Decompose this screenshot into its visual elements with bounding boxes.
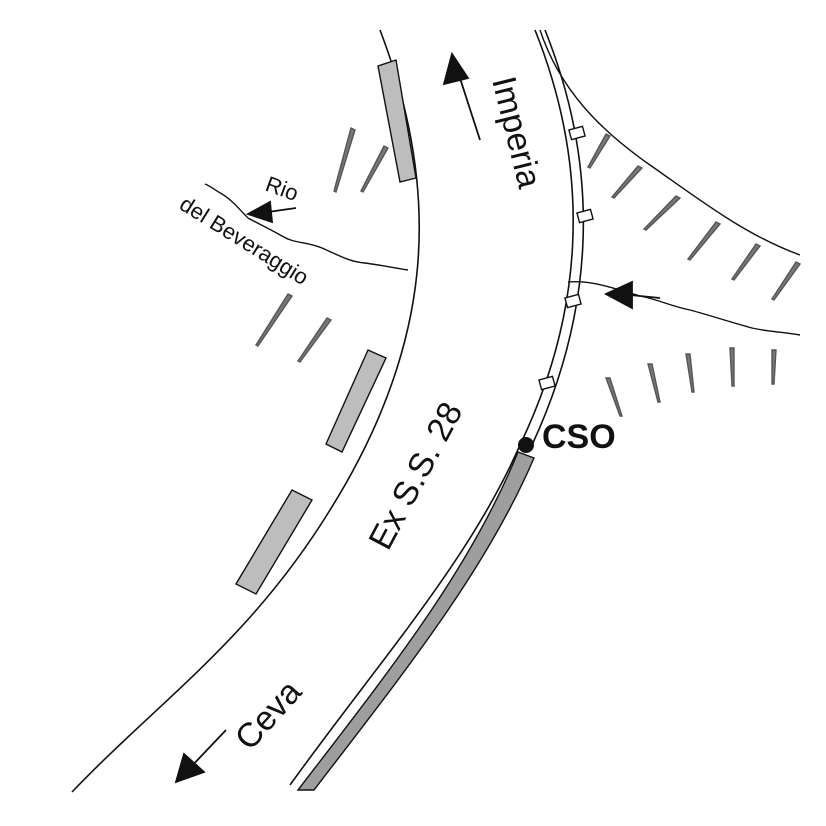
hachure-2 xyxy=(360,145,389,193)
arrow-imperia-shaft xyxy=(457,71,481,141)
marker-square-1 xyxy=(568,125,586,141)
hachure-14 xyxy=(729,347,735,387)
hachure-6 xyxy=(610,165,644,199)
hachure-10 xyxy=(770,261,802,301)
shoulder-block-3 xyxy=(235,489,313,595)
road-left-edge xyxy=(71,29,421,793)
marker-square-2 xyxy=(576,208,594,224)
hachure-9 xyxy=(730,243,762,281)
terrain-upper-right xyxy=(539,29,801,256)
arrows xyxy=(174,51,661,784)
drain-strip xyxy=(296,451,535,791)
direction-south-label: Ceva xyxy=(228,673,309,757)
river-label-line1: Rio xyxy=(262,171,302,206)
arrow-ceva-head xyxy=(174,752,206,784)
hachure-5 xyxy=(587,133,612,169)
hachure-15 xyxy=(771,349,777,385)
arrow-stream-shaft xyxy=(629,294,661,299)
hachures xyxy=(254,126,802,417)
direction-north-label: Imperia xyxy=(484,73,548,192)
hachure-11 xyxy=(604,377,623,417)
arrow-imperia-head xyxy=(442,51,470,86)
river-left xyxy=(247,217,409,271)
hachure-1 xyxy=(333,126,356,193)
hachure-4 xyxy=(296,317,333,363)
road-right-inner-edge xyxy=(531,29,585,446)
hachure-7 xyxy=(642,195,682,231)
cso-point xyxy=(518,437,534,453)
stream-right xyxy=(567,280,801,336)
hachure-13 xyxy=(685,353,695,393)
shoulder-block-1 xyxy=(377,59,417,183)
arrow-river-head xyxy=(245,200,274,224)
hachure-12 xyxy=(647,363,661,403)
shoulder-block-2 xyxy=(325,349,387,453)
arrow-stream-head xyxy=(603,280,633,310)
markers xyxy=(538,125,594,391)
marker-square-4 xyxy=(538,375,556,391)
hachure-3 xyxy=(254,293,294,347)
marker-square-3 xyxy=(564,293,582,309)
cso-label: CSO xyxy=(542,418,616,456)
terrain-lines xyxy=(539,29,801,336)
river-left-upper xyxy=(204,183,249,219)
shoulder-blocks xyxy=(235,59,417,595)
arrow-river-shaft xyxy=(267,207,297,213)
hachure-8 xyxy=(686,221,722,261)
